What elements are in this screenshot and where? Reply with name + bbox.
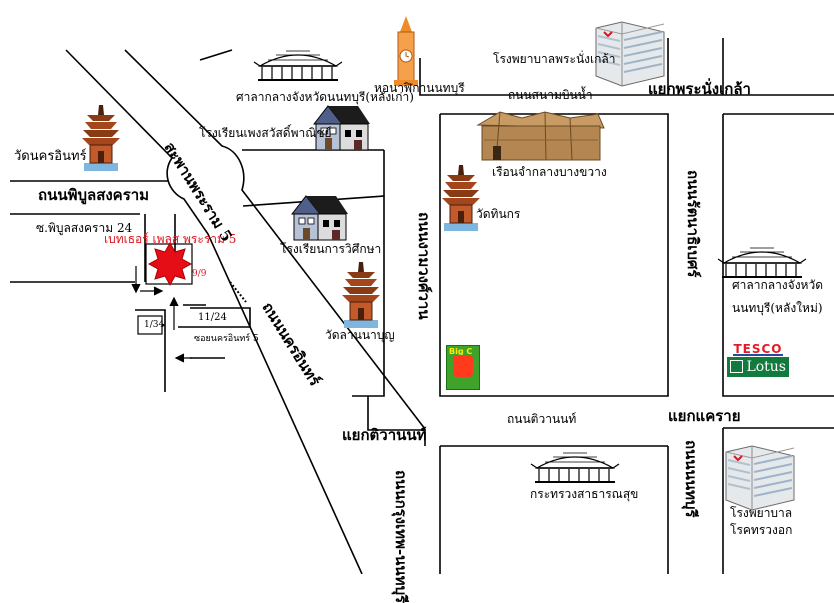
label-soi-phibun: ซ.พิบูลสงคราม 24 xyxy=(36,221,133,235)
label-soi-nakhon-in: ซอยนครอินทร์ 5 xyxy=(194,334,259,344)
label-target[interactable]: เบทเธอร์ เพลส พระราม 5 xyxy=(104,232,237,246)
label-sala-new-1: ศาลากลางจังหวัด xyxy=(732,278,823,292)
hospital-chest-icon xyxy=(725,445,795,511)
arrow-soi-left xyxy=(174,353,192,363)
label-road-ngamwongwan: ถนนงามวงศ์วาน xyxy=(415,212,433,320)
label-road-rattanathibet: ถนนรัตนาธิเบศร์ xyxy=(684,170,702,278)
wat-thin-icon xyxy=(441,164,481,232)
arrow-to-target-2 xyxy=(140,286,164,296)
label-road-sanambinnam: ถนนสนามบินน้ำ xyxy=(508,88,593,102)
label-hospital-3: โรคทรวงอก xyxy=(730,523,793,537)
label-target-no: 9/9 xyxy=(192,269,207,279)
label-wat-nakhon-in: วัดนครอินทร์ xyxy=(14,149,87,164)
label-road-phibun: ถนนพิบูลสงคราม xyxy=(38,186,150,204)
clock-tower-icon xyxy=(394,16,418,86)
sala-new-icon xyxy=(717,247,807,278)
tesco-text: TESCO xyxy=(727,342,789,356)
label-road-tiwanon: ถนนติวานนท์ xyxy=(507,412,577,426)
label-school-phong: โรงเรียนเพงสวัสดิ์พาณิชย์ xyxy=(199,126,332,140)
road-south-left xyxy=(367,396,425,431)
road-soi-bottom2 xyxy=(178,307,251,328)
wat-lam-icon xyxy=(341,261,381,329)
label-ministry: กระทรวงสาธารณสุข xyxy=(530,487,639,501)
prison-icon xyxy=(476,111,605,161)
label-sala-new-2: นนทบุรี(หลังใหม่) xyxy=(732,301,823,315)
road-north-right xyxy=(419,58,668,96)
wat-nakhon-in-icon xyxy=(81,104,121,172)
label-plot-2: 11/24 xyxy=(198,312,227,323)
label-prison: เรือนจำกลางบางขวาง xyxy=(492,165,607,179)
road-east-vert xyxy=(722,114,834,397)
road-block-d xyxy=(439,113,669,397)
road-rama5-west xyxy=(65,49,363,574)
plot-1-box xyxy=(137,315,163,335)
school-kan-icon xyxy=(291,195,349,241)
label-intersection-phranangklao: แยกพระนั่งเกล้า xyxy=(648,80,751,98)
label-road-krung-nonthaburi: ถนนกรุงเทพ-นนทบุรี xyxy=(392,470,410,603)
label-clock-tower: หอนาฬิกานนทบุรี xyxy=(374,81,465,95)
ministry-icon xyxy=(530,452,620,483)
arrow-to-target-3 xyxy=(169,296,179,330)
big-c-text: Big C xyxy=(449,347,473,356)
sala-old-icon xyxy=(253,50,343,81)
arrow-to-target-1 xyxy=(131,266,141,294)
label-hospital-phranangklao: โรงพยาบาลพระนั่งเกล้า xyxy=(493,52,616,66)
tesco-lotus-logo: TESCO Lotus xyxy=(727,342,789,378)
target-marker-icon[interactable] xyxy=(147,241,193,287)
label-road-nonthaburi: ถนนนนทบุรี xyxy=(682,440,700,518)
label-sala-old: ศาลากลางจังหวัดนนทบุรี(หลังเก่า) xyxy=(236,90,414,104)
road-soi-bottom xyxy=(135,309,166,392)
soi-dotted-line xyxy=(229,281,247,303)
label-school-kan: โรงเรียนการวิศึกษา xyxy=(280,242,382,256)
label-hospital-2: โรงพยาบาล xyxy=(730,506,793,520)
big-c-logo: Big C xyxy=(446,345,480,390)
road-rama5-east xyxy=(124,49,426,430)
road-rama5-east2 xyxy=(199,49,233,61)
label-wat-thin: วัดทินกร xyxy=(476,207,521,221)
label-intersection-khae-rai: แยกแคราย xyxy=(668,407,741,425)
label-wat-lam: วัดลานนาบุญ xyxy=(325,328,395,342)
label-plot-1: 1/34 xyxy=(144,320,165,330)
label-intersection-tiwanon: แยกติวานนท์ xyxy=(342,426,427,444)
map-canvas xyxy=(10,16,834,574)
